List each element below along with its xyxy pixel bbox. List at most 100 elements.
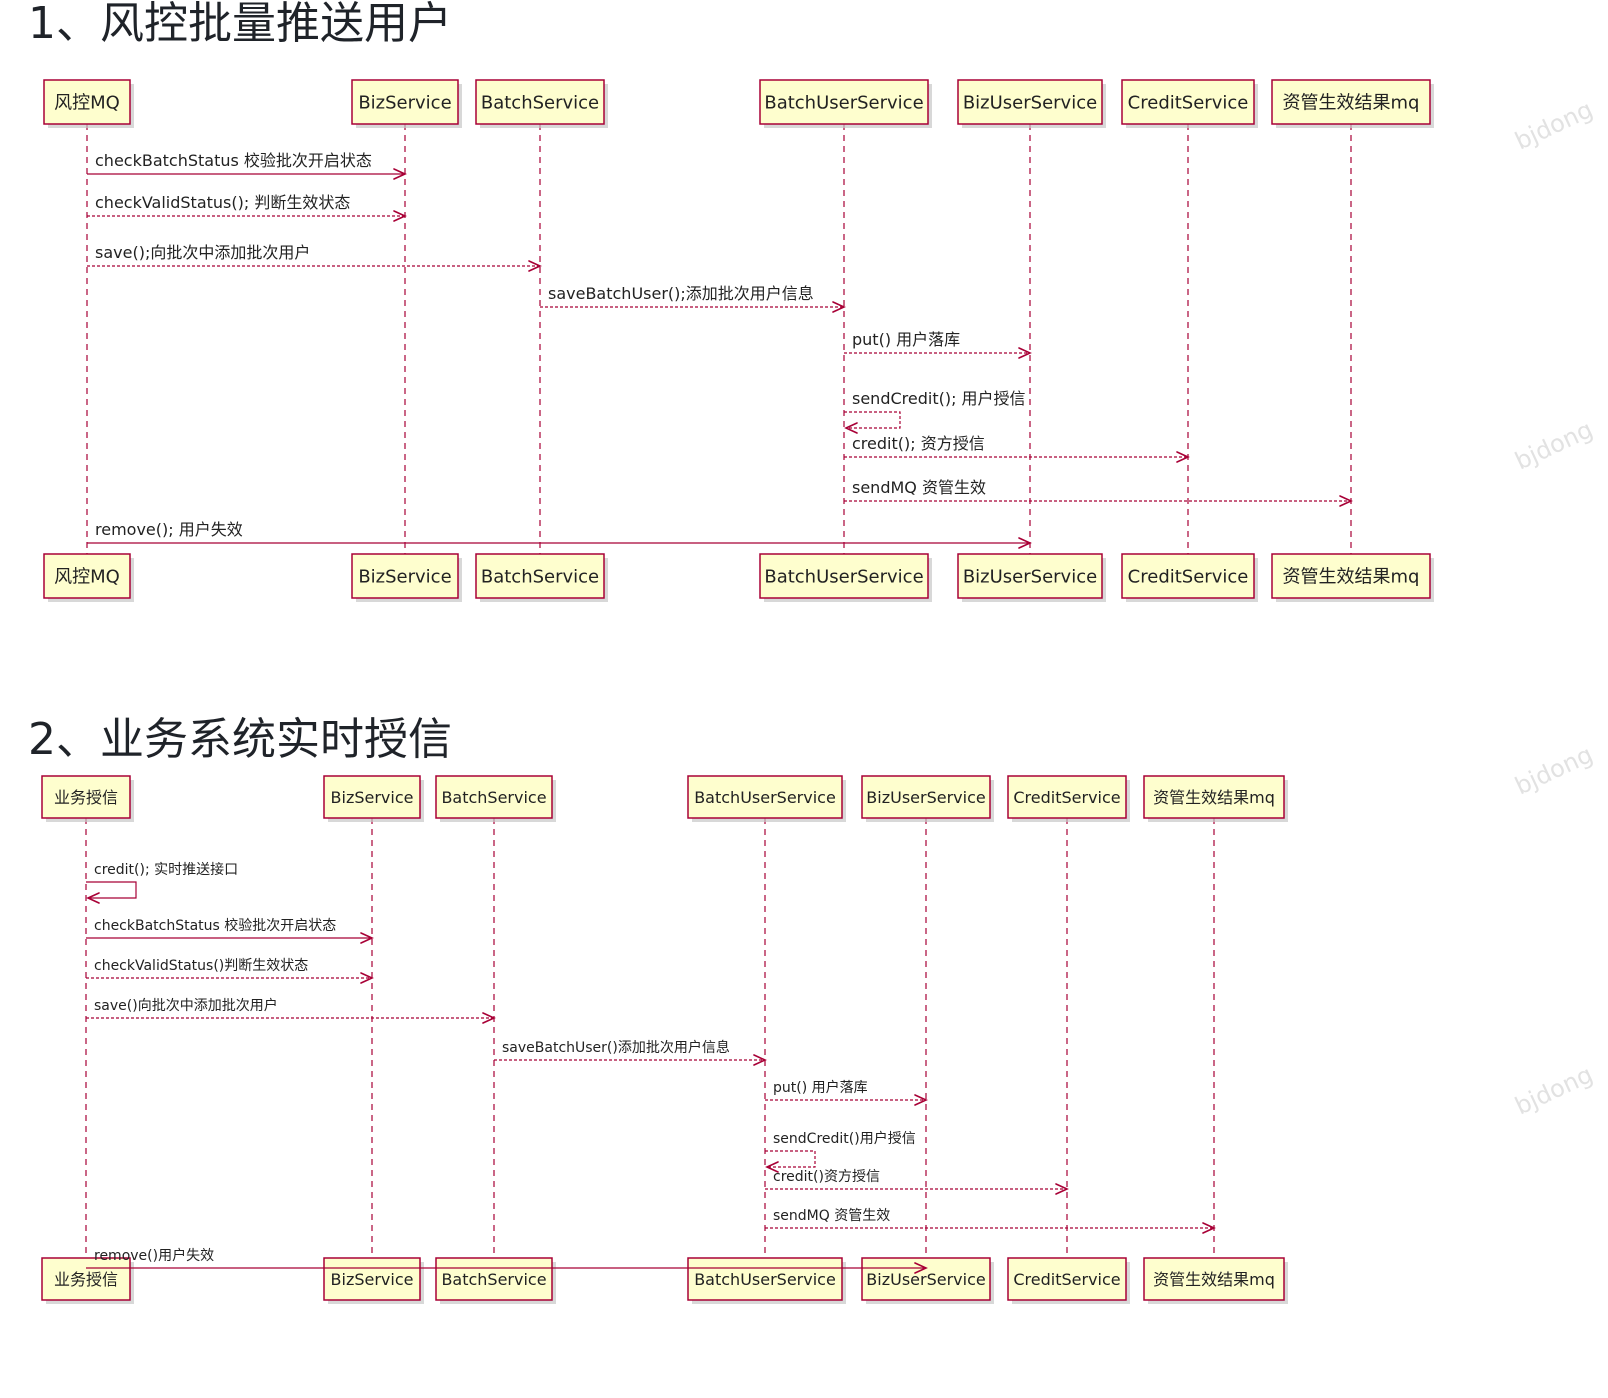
participant-top: BizUserService bbox=[861, 775, 994, 822]
arrow-head bbox=[482, 1012, 496, 1024]
participant-label: 资管生效结果mq bbox=[1283, 566, 1420, 587]
participant-bottom: 业务授信 bbox=[41, 1257, 134, 1304]
arrow-head bbox=[393, 210, 407, 222]
message: checkValidStatus()判断生效状态 bbox=[86, 958, 374, 984]
participant-box bbox=[759, 79, 929, 125]
participant-box bbox=[351, 79, 459, 125]
message-label: sendMQ 资管生效 bbox=[852, 478, 986, 497]
participant-label: 资管生效结果mq bbox=[1153, 1270, 1275, 1289]
arrow-head bbox=[1176, 451, 1190, 463]
participant-label: 风控MQ bbox=[54, 92, 120, 113]
arrow-head bbox=[844, 422, 858, 434]
participant-top: CreditService bbox=[1121, 79, 1258, 128]
participant-top: BatchService bbox=[475, 79, 608, 128]
message-label: remove(); 用户失效 bbox=[95, 520, 243, 539]
participant-top: BatchService bbox=[435, 775, 556, 822]
participant-bottom: BatchUserService bbox=[687, 1257, 846, 1304]
participant-bottom: 风控MQ bbox=[43, 553, 134, 602]
participant-label: BizUserService bbox=[866, 1270, 985, 1289]
participant-label: BizService bbox=[331, 1270, 414, 1289]
participant-bottom: BatchService bbox=[475, 553, 608, 602]
participant-box bbox=[861, 1257, 991, 1301]
participant-box bbox=[1143, 775, 1285, 819]
arrow-head bbox=[832, 301, 846, 313]
message-arrow bbox=[86, 881, 137, 899]
arrow-head bbox=[1055, 1183, 1069, 1195]
watermark-text: bjdong bbox=[1511, 95, 1597, 155]
participant-bottom: BatchUserService bbox=[759, 553, 932, 602]
watermark-text: bjdong bbox=[1511, 740, 1597, 800]
message-label: sendMQ 资管生效 bbox=[773, 1208, 890, 1224]
participant-top: BizService bbox=[351, 79, 462, 128]
message: checkValidStatus(); 判断生效状态 bbox=[87, 193, 407, 222]
participant-box bbox=[43, 553, 131, 599]
message: sendCredit(); 用户授信 bbox=[844, 389, 1026, 434]
participant-label: BizUserService bbox=[963, 92, 1097, 113]
participant-box bbox=[323, 1257, 421, 1301]
participant-bottom: BizUserService bbox=[861, 1257, 994, 1304]
message: credit(); 实时推送接口 bbox=[86, 861, 238, 904]
participant-box bbox=[475, 79, 605, 125]
section-title-2: 2、业务系统实时授信 bbox=[28, 714, 452, 765]
participant-top: BizUserService bbox=[957, 79, 1106, 128]
message: save()向批次中添加批次用户 bbox=[86, 997, 496, 1024]
arrow-head bbox=[86, 892, 100, 904]
message-label: put() 用户落库 bbox=[773, 1079, 868, 1096]
participant-bottom: BatchService bbox=[435, 1257, 556, 1304]
message-label: checkValidStatus()判断生效状态 bbox=[94, 958, 308, 974]
message: credit()资方授信 bbox=[765, 1169, 1069, 1195]
participant-label: CreditService bbox=[1128, 92, 1249, 113]
participant-label: 业务授信 bbox=[54, 1270, 118, 1289]
participant-box bbox=[687, 775, 843, 819]
message: checkBatchStatus 校验批次开启状态 bbox=[86, 917, 374, 944]
message: sendMQ 资管生效 bbox=[844, 478, 1353, 507]
participant-box bbox=[1007, 775, 1127, 819]
participant-box bbox=[43, 79, 131, 125]
participant-box bbox=[435, 775, 553, 819]
message: sendCredit()用户授信 bbox=[765, 1130, 916, 1173]
participant-box bbox=[41, 775, 131, 819]
message: credit(); 资方授信 bbox=[844, 434, 1190, 463]
participant-label: CreditService bbox=[1128, 566, 1249, 587]
message-label: credit()资方授信 bbox=[773, 1169, 880, 1185]
message: put() 用户落库 bbox=[844, 330, 1032, 359]
participant-box bbox=[1143, 1257, 1285, 1301]
message-arrow bbox=[844, 411, 901, 429]
arrow-head bbox=[528, 260, 542, 272]
message-label: save();向批次中添加批次用户 bbox=[95, 243, 310, 262]
participant-bottom: 资管生效结果mq bbox=[1271, 553, 1434, 602]
participant-box bbox=[861, 775, 991, 819]
message-label: credit(); 实时推送接口 bbox=[94, 861, 238, 878]
participant-top: BizService bbox=[323, 775, 424, 822]
arrow-head bbox=[1018, 537, 1032, 549]
participant-bottom: CreditService bbox=[1121, 553, 1258, 602]
arrow-head bbox=[1339, 495, 1353, 507]
sequence-diagram-2: 业务授信业务授信BizServiceBizServiceBatchService… bbox=[41, 775, 1288, 1304]
arrow-head bbox=[753, 1054, 767, 1066]
participant-label: BatchService bbox=[481, 566, 599, 587]
participant-box bbox=[759, 553, 929, 599]
arrow-head bbox=[765, 1161, 779, 1173]
participant-top: BatchUserService bbox=[759, 79, 932, 128]
participant-label: BatchService bbox=[441, 1270, 546, 1289]
participant-top: 资管生效结果mq bbox=[1143, 775, 1288, 822]
participant-top: CreditService bbox=[1007, 775, 1130, 822]
arrow-head bbox=[360, 932, 374, 944]
participant-label: CreditService bbox=[1013, 788, 1120, 807]
participant-box bbox=[1121, 553, 1255, 599]
participant-label: 资管生效结果mq bbox=[1153, 788, 1275, 807]
arrow-head bbox=[1018, 347, 1032, 359]
message-label: remove()用户失效 bbox=[94, 1247, 214, 1264]
arrow-head bbox=[914, 1262, 928, 1274]
participant-top: BatchUserService bbox=[687, 775, 846, 822]
message: save();向批次中添加批次用户 bbox=[87, 243, 542, 272]
participant-label: 资管生效结果mq bbox=[1283, 92, 1420, 113]
participant-box bbox=[475, 553, 605, 599]
participant-label: BatchUserService bbox=[694, 1270, 836, 1289]
participant-label: BizService bbox=[331, 788, 414, 807]
arrow-head bbox=[360, 972, 374, 984]
message: sendMQ 资管生效 bbox=[765, 1208, 1216, 1234]
participant-label: BatchUserService bbox=[764, 566, 923, 587]
participant-box bbox=[1007, 1257, 1127, 1301]
